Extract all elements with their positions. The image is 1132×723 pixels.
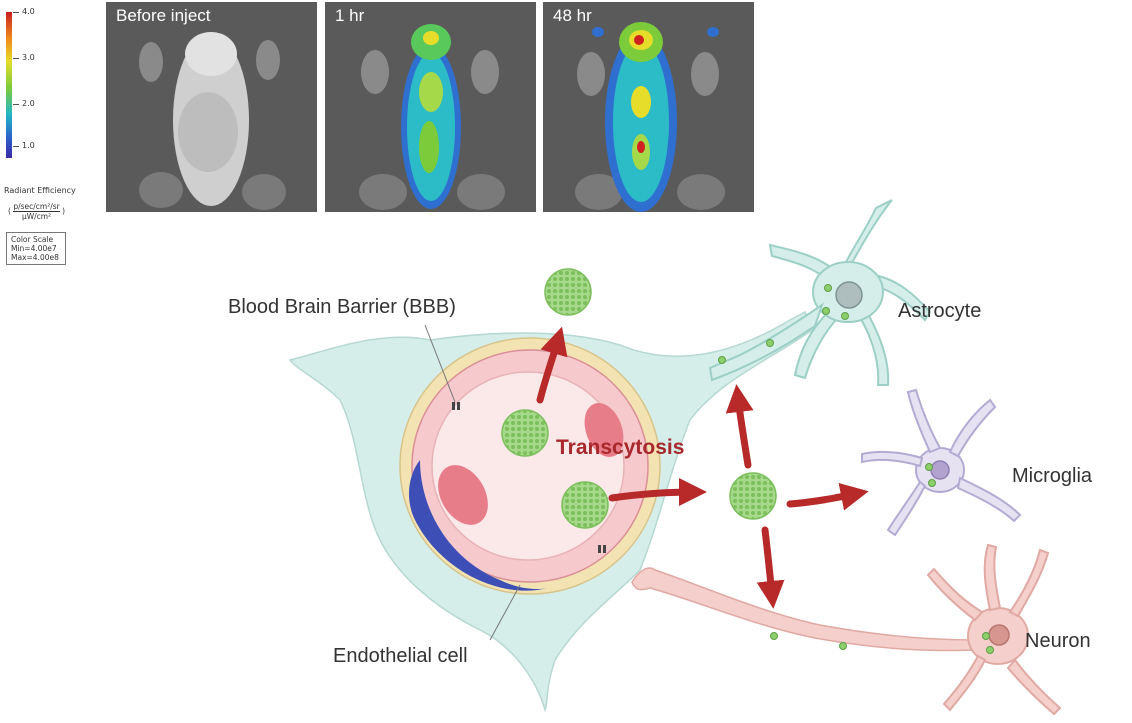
units-denominator: μW/cm² (21, 212, 52, 221)
scale-tick (13, 146, 19, 147)
scale-max: Max=4.00e8 (11, 253, 59, 262)
scale-units: ( p/sec/cm²/sr μW/cm² ) (8, 202, 66, 221)
endothelial-label: Endothelial cell (333, 645, 468, 667)
scale-tick (13, 104, 19, 105)
bbb-leader-line (424, 324, 456, 403)
scale-tick-label: 4.0 (22, 7, 35, 16)
tight-junction (452, 402, 606, 553)
panel-label: Before inject (116, 6, 211, 25)
nanoparticle (561, 481, 609, 529)
neuron-label: Neuron (1025, 630, 1091, 652)
bbb-label: Blood Brain Barrier (BBB) (228, 296, 456, 318)
scale-tick (13, 58, 19, 59)
panel-label: 48 hr (553, 6, 592, 25)
transcytosis-label: Transcytosis (556, 436, 685, 459)
endothelial-nucleus (584, 402, 624, 458)
nanoparticle-dots (718, 284, 994, 654)
panel-label: 1 hr (335, 6, 365, 25)
mouse-image-48hr (543, 2, 754, 212)
color-scale-bar (6, 12, 12, 158)
scale-tick (13, 12, 19, 13)
mouse-image-1hr (325, 2, 536, 212)
microglia-label: Microglia (1012, 465, 1093, 487)
mouse-image-before (106, 2, 317, 212)
nanoparticle (544, 268, 592, 316)
neuron-nucleus (988, 624, 1010, 646)
scale-range-box: Color Scale Min=4.00e7 Max=4.00e8 (6, 232, 66, 265)
neuron (926, 543, 1062, 716)
endothelial-leader-line (489, 584, 521, 641)
microglia-nucleus (930, 460, 950, 480)
scale-tick-label: 1.0 (22, 141, 35, 150)
scale-tick-label: 3.0 (22, 53, 35, 62)
imaging-panel-1hr: 1 hr (325, 2, 536, 212)
astrocyte-label: Astrocyte (898, 300, 982, 322)
units-numerator: p/sec/cm²/sr (13, 202, 60, 212)
scale-box-title: Color Scale (11, 235, 54, 244)
scale-min: Min=4.00e7 (11, 244, 57, 253)
scale-tick-label: 2.0 (22, 99, 35, 108)
scale-title: Radiant Efficiency (4, 186, 76, 195)
nanoparticle (729, 472, 777, 520)
pericyte (408, 460, 548, 591)
nanoparticle (501, 409, 549, 457)
endothelial-nucleus (438, 465, 488, 525)
color-scale-legend: 4.0 3.0 2.0 1.0 Radiant Efficiency ( p/s… (4, 7, 114, 278)
imaging-panel-48hr: 48 hr (543, 2, 754, 212)
transport-arrows (536, 326, 869, 609)
astrocyte-nucleus (835, 281, 863, 309)
astrocyte (708, 199, 932, 386)
neuron-axon (631, 567, 976, 652)
imaging-panel-before: Before inject (106, 2, 317, 212)
